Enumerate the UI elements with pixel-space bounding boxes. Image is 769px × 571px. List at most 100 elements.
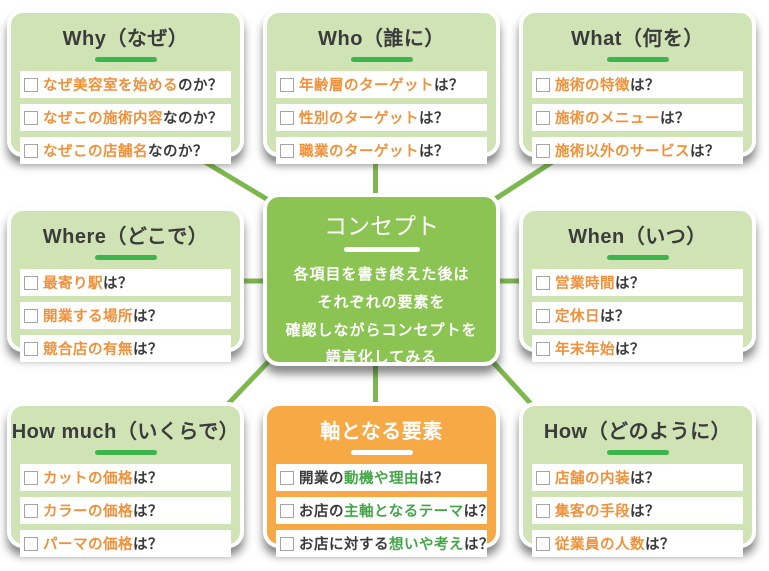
box-who: Who（誰に） 年齢層のターゲットは？ 性別のターゲットは？ 職業のターゲットは… bbox=[263, 9, 500, 164]
checklist-item: 年齢層のターゲットは？ bbox=[276, 71, 487, 98]
checkbox-icon[interactable] bbox=[536, 341, 550, 356]
checkbox-icon[interactable] bbox=[280, 143, 294, 158]
checkbox-icon[interactable] bbox=[280, 503, 294, 518]
item-text-post: は？ bbox=[103, 276, 133, 292]
title-underline bbox=[606, 57, 669, 62]
box-title: Why（なぜ） bbox=[62, 28, 189, 50]
title-underline bbox=[343, 247, 420, 252]
box-where: Where（どこで） 最寄り駅は？ 開業する場所は？ 競合店の有無は？ bbox=[7, 207, 244, 362]
checklist-item: なぜこの施術内容なのか？ bbox=[20, 104, 231, 131]
item-text-highlight: 年齢層のターゲット bbox=[299, 78, 434, 94]
box-when: When（いつ） 営業時間は？ 定休日は？ 年末年始は？ bbox=[519, 207, 756, 362]
item-text-highlight: 施術の特徴 bbox=[555, 78, 630, 94]
title-underline bbox=[350, 450, 413, 455]
item-text-post: のか？ bbox=[178, 78, 223, 94]
checkbox-icon[interactable] bbox=[24, 536, 38, 551]
item-text-highlight: 性別のターゲット bbox=[299, 111, 419, 127]
checklist: 最寄り駅は？ 開業する場所は？ 競合店の有無は？ bbox=[11, 269, 240, 362]
item-text-post: は？ bbox=[690, 144, 720, 160]
item-text-post: は？ bbox=[419, 471, 449, 487]
checkbox-icon[interactable] bbox=[536, 308, 550, 323]
item-text-pre: お店の bbox=[299, 504, 344, 520]
box-how: How（どのように） 店舗の内装は？ 集客の手段は？ 従業員の人数は？ bbox=[519, 402, 756, 557]
checklist-item: カラーの価格は？ bbox=[20, 497, 231, 524]
item-text-highlight: 動機や理由 bbox=[344, 471, 419, 487]
item-text-highlight: なぜこの施術内容 bbox=[43, 111, 163, 127]
checkbox-icon[interactable] bbox=[280, 77, 294, 92]
concept-title: コンセプト bbox=[324, 213, 439, 239]
connector-line bbox=[490, 359, 534, 407]
checkbox-icon[interactable] bbox=[536, 275, 550, 290]
concept-line: 各項目を書き終えた後は bbox=[293, 266, 470, 283]
item-text-highlight: 施術のメニュー bbox=[555, 111, 660, 127]
checklist: 開業の動機や理由は？ お店の主軸となるテーマは？ お店に対する想いや考えは？ bbox=[267, 464, 496, 557]
checkbox-icon[interactable] bbox=[24, 341, 38, 356]
box-title: 軸となる要素 bbox=[320, 421, 443, 443]
title-underline bbox=[606, 450, 669, 455]
box-title: Where（どこで） bbox=[42, 226, 209, 248]
item-text-post: は？ bbox=[615, 342, 645, 358]
checklist-item: 従業員の人数は？ bbox=[532, 530, 743, 557]
checklist-item: 年末年始は？ bbox=[532, 335, 743, 362]
box-title: What（何を） bbox=[571, 28, 704, 50]
checklist-item: 施術以外のサービスは？ bbox=[532, 137, 743, 164]
box-title: Who（誰に） bbox=[318, 28, 445, 50]
item-text-highlight: 定休日 bbox=[555, 309, 600, 325]
checklist: なぜ美容室を始めるのか？ なぜこの施術内容なのか？ なぜこの店舗名なのか？ bbox=[11, 71, 240, 164]
checkbox-icon[interactable] bbox=[24, 503, 38, 518]
box-title: When（いつ） bbox=[568, 226, 707, 248]
checkbox-icon[interactable] bbox=[536, 77, 550, 92]
item-text-highlight: なぜこの店舗名 bbox=[43, 144, 148, 160]
box-title: How（どのように） bbox=[543, 421, 732, 443]
checkbox-icon[interactable] bbox=[24, 143, 38, 158]
item-text-post: は？ bbox=[133, 309, 163, 325]
item-text-post: は？ bbox=[630, 78, 660, 94]
box-what: What（何を） 施術の特徴は？ 施術のメニューは？ 施術以外のサービスは？ bbox=[519, 9, 756, 164]
item-text-highlight: 営業時間 bbox=[555, 276, 615, 292]
checkbox-icon[interactable] bbox=[280, 110, 294, 125]
item-text-highlight: 職業のターゲット bbox=[299, 144, 419, 160]
checklist-item: なぜ美容室を始めるのか？ bbox=[20, 71, 231, 98]
item-text-pre: お店に対する bbox=[299, 537, 389, 553]
title-underline bbox=[94, 255, 157, 260]
box-concept: コンセプト 各項目を書き終えた後は それぞれの要素を 確認しながらコンセプトを … bbox=[263, 193, 500, 366]
checkbox-icon[interactable] bbox=[280, 470, 294, 485]
checkbox-icon[interactable] bbox=[536, 110, 550, 125]
connector-line bbox=[490, 156, 559, 204]
checkbox-icon[interactable] bbox=[24, 275, 38, 290]
concept-line: 確認しながらコンセプトを bbox=[285, 321, 478, 339]
checklist-item: 施術のメニューは？ bbox=[532, 104, 743, 131]
item-text-post: は？ bbox=[133, 471, 163, 487]
item-text-post: は？ bbox=[419, 144, 449, 160]
checkbox-icon[interactable] bbox=[536, 503, 550, 518]
item-text-post: は？ bbox=[419, 111, 449, 127]
checkbox-icon[interactable] bbox=[536, 470, 550, 485]
item-text-post: は？ bbox=[133, 504, 163, 520]
checkbox-icon[interactable] bbox=[536, 143, 550, 158]
checkbox-icon[interactable] bbox=[24, 470, 38, 485]
item-text-post: なのか？ bbox=[148, 144, 208, 160]
checkbox-icon[interactable] bbox=[24, 110, 38, 125]
checkbox-icon[interactable] bbox=[280, 536, 294, 551]
checklist: 施術の特徴は？ 施術のメニューは？ 施術以外のサービスは？ bbox=[523, 71, 752, 164]
checklist-item: 競合店の有無は？ bbox=[20, 335, 231, 362]
item-text-highlight: カットの価格 bbox=[43, 471, 133, 487]
item-text-pre: 開業の bbox=[299, 471, 344, 487]
checklist-item: なぜこの店舗名なのか？ bbox=[20, 137, 231, 164]
checklist-item: 開業する場所は？ bbox=[20, 302, 231, 329]
connector-line bbox=[198, 156, 272, 204]
concept-description: 各項目を書き終えた後は それぞれの要素を 確認しながらコンセプトを 語言化してみ… bbox=[267, 261, 496, 372]
checklist-item: 営業時間は？ bbox=[532, 269, 743, 296]
checklist-item: 店舗の内装は？ bbox=[532, 464, 743, 491]
box-axis-elements: 軸となる要素 開業の動機や理由は？ お店の主軸となるテーマは？ お店に対する想い… bbox=[263, 402, 500, 557]
checkbox-icon[interactable] bbox=[536, 536, 550, 551]
checklist-item: お店の主軸となるテーマは？ bbox=[276, 497, 493, 524]
checklist-item: 施術の特徴は？ bbox=[532, 71, 743, 98]
checkbox-icon[interactable] bbox=[24, 308, 38, 323]
checklist-item: カットの価格は？ bbox=[20, 464, 231, 491]
checklist: 店舗の内装は？ 集客の手段は？ 従業員の人数は？ bbox=[523, 464, 752, 557]
box-why: Why（なぜ） なぜ美容室を始めるのか？ なぜこの施術内容なのか？ なぜこの店舗… bbox=[7, 9, 244, 164]
item-text-post: は？ bbox=[630, 504, 660, 520]
checkbox-icon[interactable] bbox=[24, 77, 38, 92]
